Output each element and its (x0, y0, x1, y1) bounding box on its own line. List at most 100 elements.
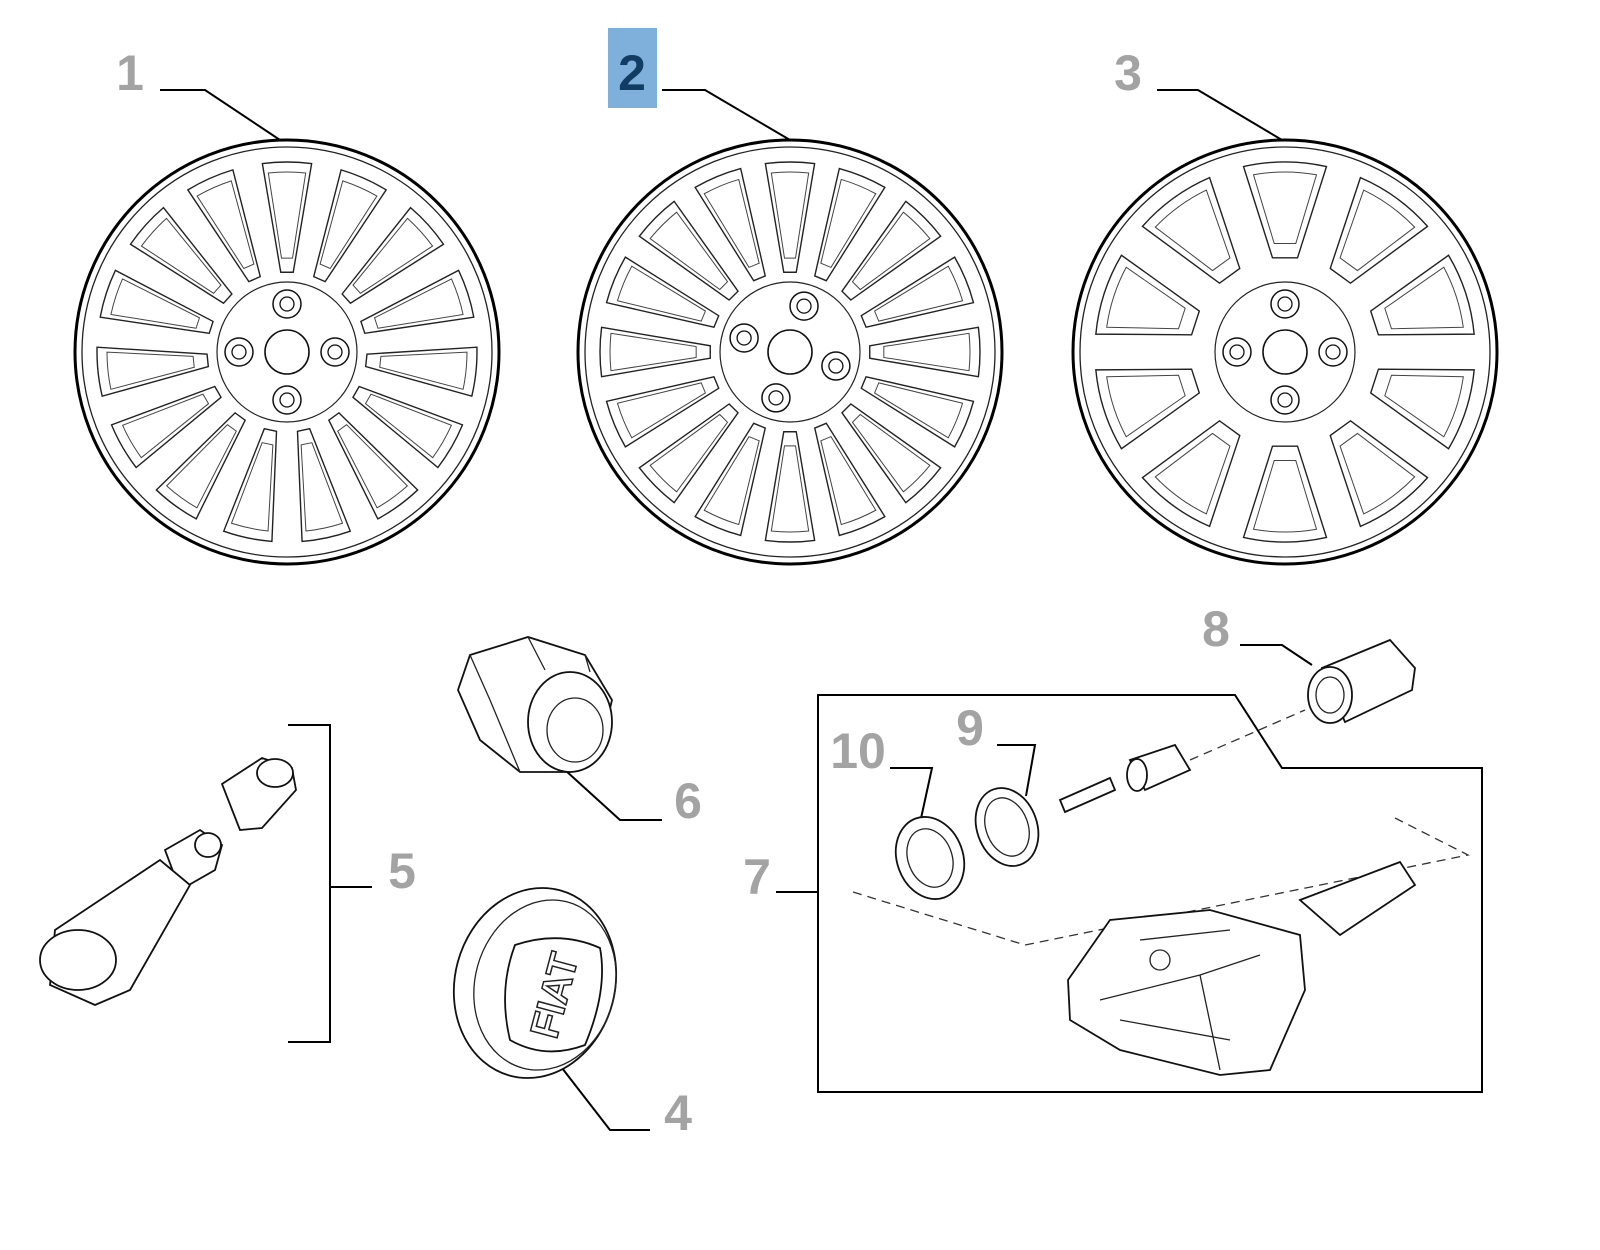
spoke-window-inner (1252, 459, 1318, 533)
spoke-window-inner (140, 217, 222, 294)
spoke-window-inner (851, 413, 931, 493)
spoke-window (860, 375, 975, 448)
wheel-1[interactable] (73, 138, 501, 566)
spoke-window-inner (1154, 432, 1231, 515)
leader-line-5-bracket (288, 724, 331, 1043)
callout-2-highlight (608, 28, 657, 108)
spoke-window (296, 427, 352, 543)
spoke-window-inner (820, 178, 877, 269)
assembly-line-lower (852, 817, 1470, 946)
spoke-window-inner (616, 265, 707, 322)
lug-hole (224, 337, 254, 367)
lug-hole-inner (796, 298, 812, 314)
spoke-window-inner (616, 382, 707, 439)
spoke-window-inner (300, 442, 344, 532)
lug-hole-inner (1325, 344, 1341, 360)
spoke-window-inner (352, 217, 434, 294)
spoke-window-inner (820, 435, 877, 526)
seal-ring-part[interactable] (965, 779, 1049, 875)
spoke-window (186, 168, 262, 283)
spoke-window (813, 167, 886, 282)
lug-hole (272, 289, 302, 319)
assembly-line-upper (1189, 709, 1306, 761)
spoke-window-inner (319, 180, 378, 270)
spoke-window-inner (1106, 374, 1186, 438)
spoke-window (694, 167, 767, 282)
valve-part[interactable] (39, 757, 297, 1006)
callout-5[interactable]: 5 (388, 843, 416, 899)
callout-1[interactable]: 1 (116, 45, 144, 101)
spoke-window-inner (1339, 189, 1416, 272)
wheel-3[interactable] (1071, 138, 1499, 566)
lug-hole-inner (327, 344, 343, 360)
spoke-window-inner (106, 351, 195, 390)
callout-3[interactable]: 3 (1114, 45, 1142, 101)
hubcap-part[interactable]: FIAT (433, 870, 637, 1097)
center-bore (264, 329, 310, 375)
spoke-window (638, 200, 739, 301)
spoke-window (222, 427, 278, 543)
callout-9[interactable]: 9 (956, 700, 984, 756)
spoke-window (764, 161, 816, 273)
washer-part[interactable] (885, 807, 976, 909)
lug-hole-inner (231, 344, 247, 360)
rim-inner (584, 146, 996, 558)
center-bore (1262, 329, 1308, 375)
lug-hole (789, 291, 819, 321)
spoke-window (694, 422, 767, 537)
lug-hole-inner (279, 392, 295, 408)
tpms-sensor-part[interactable] (1067, 860, 1417, 1076)
callout-6[interactable]: 6 (674, 773, 702, 829)
rim-inner (81, 146, 493, 558)
callout-7[interactable]: 7 (743, 849, 771, 905)
spoke-window-inner (121, 393, 210, 459)
spoke-window (1141, 176, 1241, 285)
spoke-window-inner (1252, 171, 1318, 245)
spoke-window (341, 206, 445, 305)
spoke-window-inner (873, 382, 964, 439)
spoke-window (605, 256, 720, 329)
leader-line-6 (564, 769, 662, 821)
valve-core-part[interactable] (1058, 743, 1192, 814)
spoke-window (1095, 368, 1201, 450)
spoke-window-inner (770, 171, 810, 259)
spoke-window (841, 200, 942, 301)
spoke-window-inner (609, 332, 697, 372)
leader-line-10 (890, 767, 934, 824)
spoke-window (110, 385, 222, 469)
spoke-window-inner (770, 445, 810, 533)
spoke-window (352, 385, 464, 469)
spoke-window (1242, 445, 1328, 543)
spoke-window (1095, 254, 1201, 336)
lug-hole-inner (828, 358, 844, 374)
spoke-window (96, 346, 210, 398)
lug-hole (1270, 289, 1300, 319)
spoke-window-inner (703, 178, 760, 269)
callout-2[interactable]: 2 (618, 45, 646, 101)
leader-line-2 (662, 89, 791, 141)
center-bore (767, 329, 813, 375)
spoke-window (155, 411, 247, 520)
spoke-window (312, 168, 388, 283)
spoke-window-inner (379, 351, 468, 390)
spoke-window-inner (883, 332, 971, 372)
lug-hole-inner (736, 330, 752, 346)
lug-hole (761, 383, 791, 413)
spoke-window (841, 403, 942, 504)
lug-hole-inner (279, 296, 295, 312)
spoke-window-inner (1384, 266, 1464, 330)
callout-4[interactable]: 4 (664, 1085, 692, 1141)
wheel-2[interactable] (576, 138, 1004, 566)
spoke-window-inner (851, 211, 931, 291)
spoke-window (1369, 368, 1475, 450)
spoke-window (1329, 419, 1429, 528)
valve-cap-part[interactable] (1307, 638, 1416, 724)
leader-line-1 (160, 89, 281, 141)
spoke-window (869, 326, 981, 378)
spoke-window-inner (649, 211, 729, 291)
callout-10[interactable]: 10 (830, 723, 886, 779)
leader-line-8 (1240, 644, 1313, 666)
wheel-nut-part[interactable] (457, 636, 613, 773)
callout-8[interactable]: 8 (1202, 601, 1230, 657)
